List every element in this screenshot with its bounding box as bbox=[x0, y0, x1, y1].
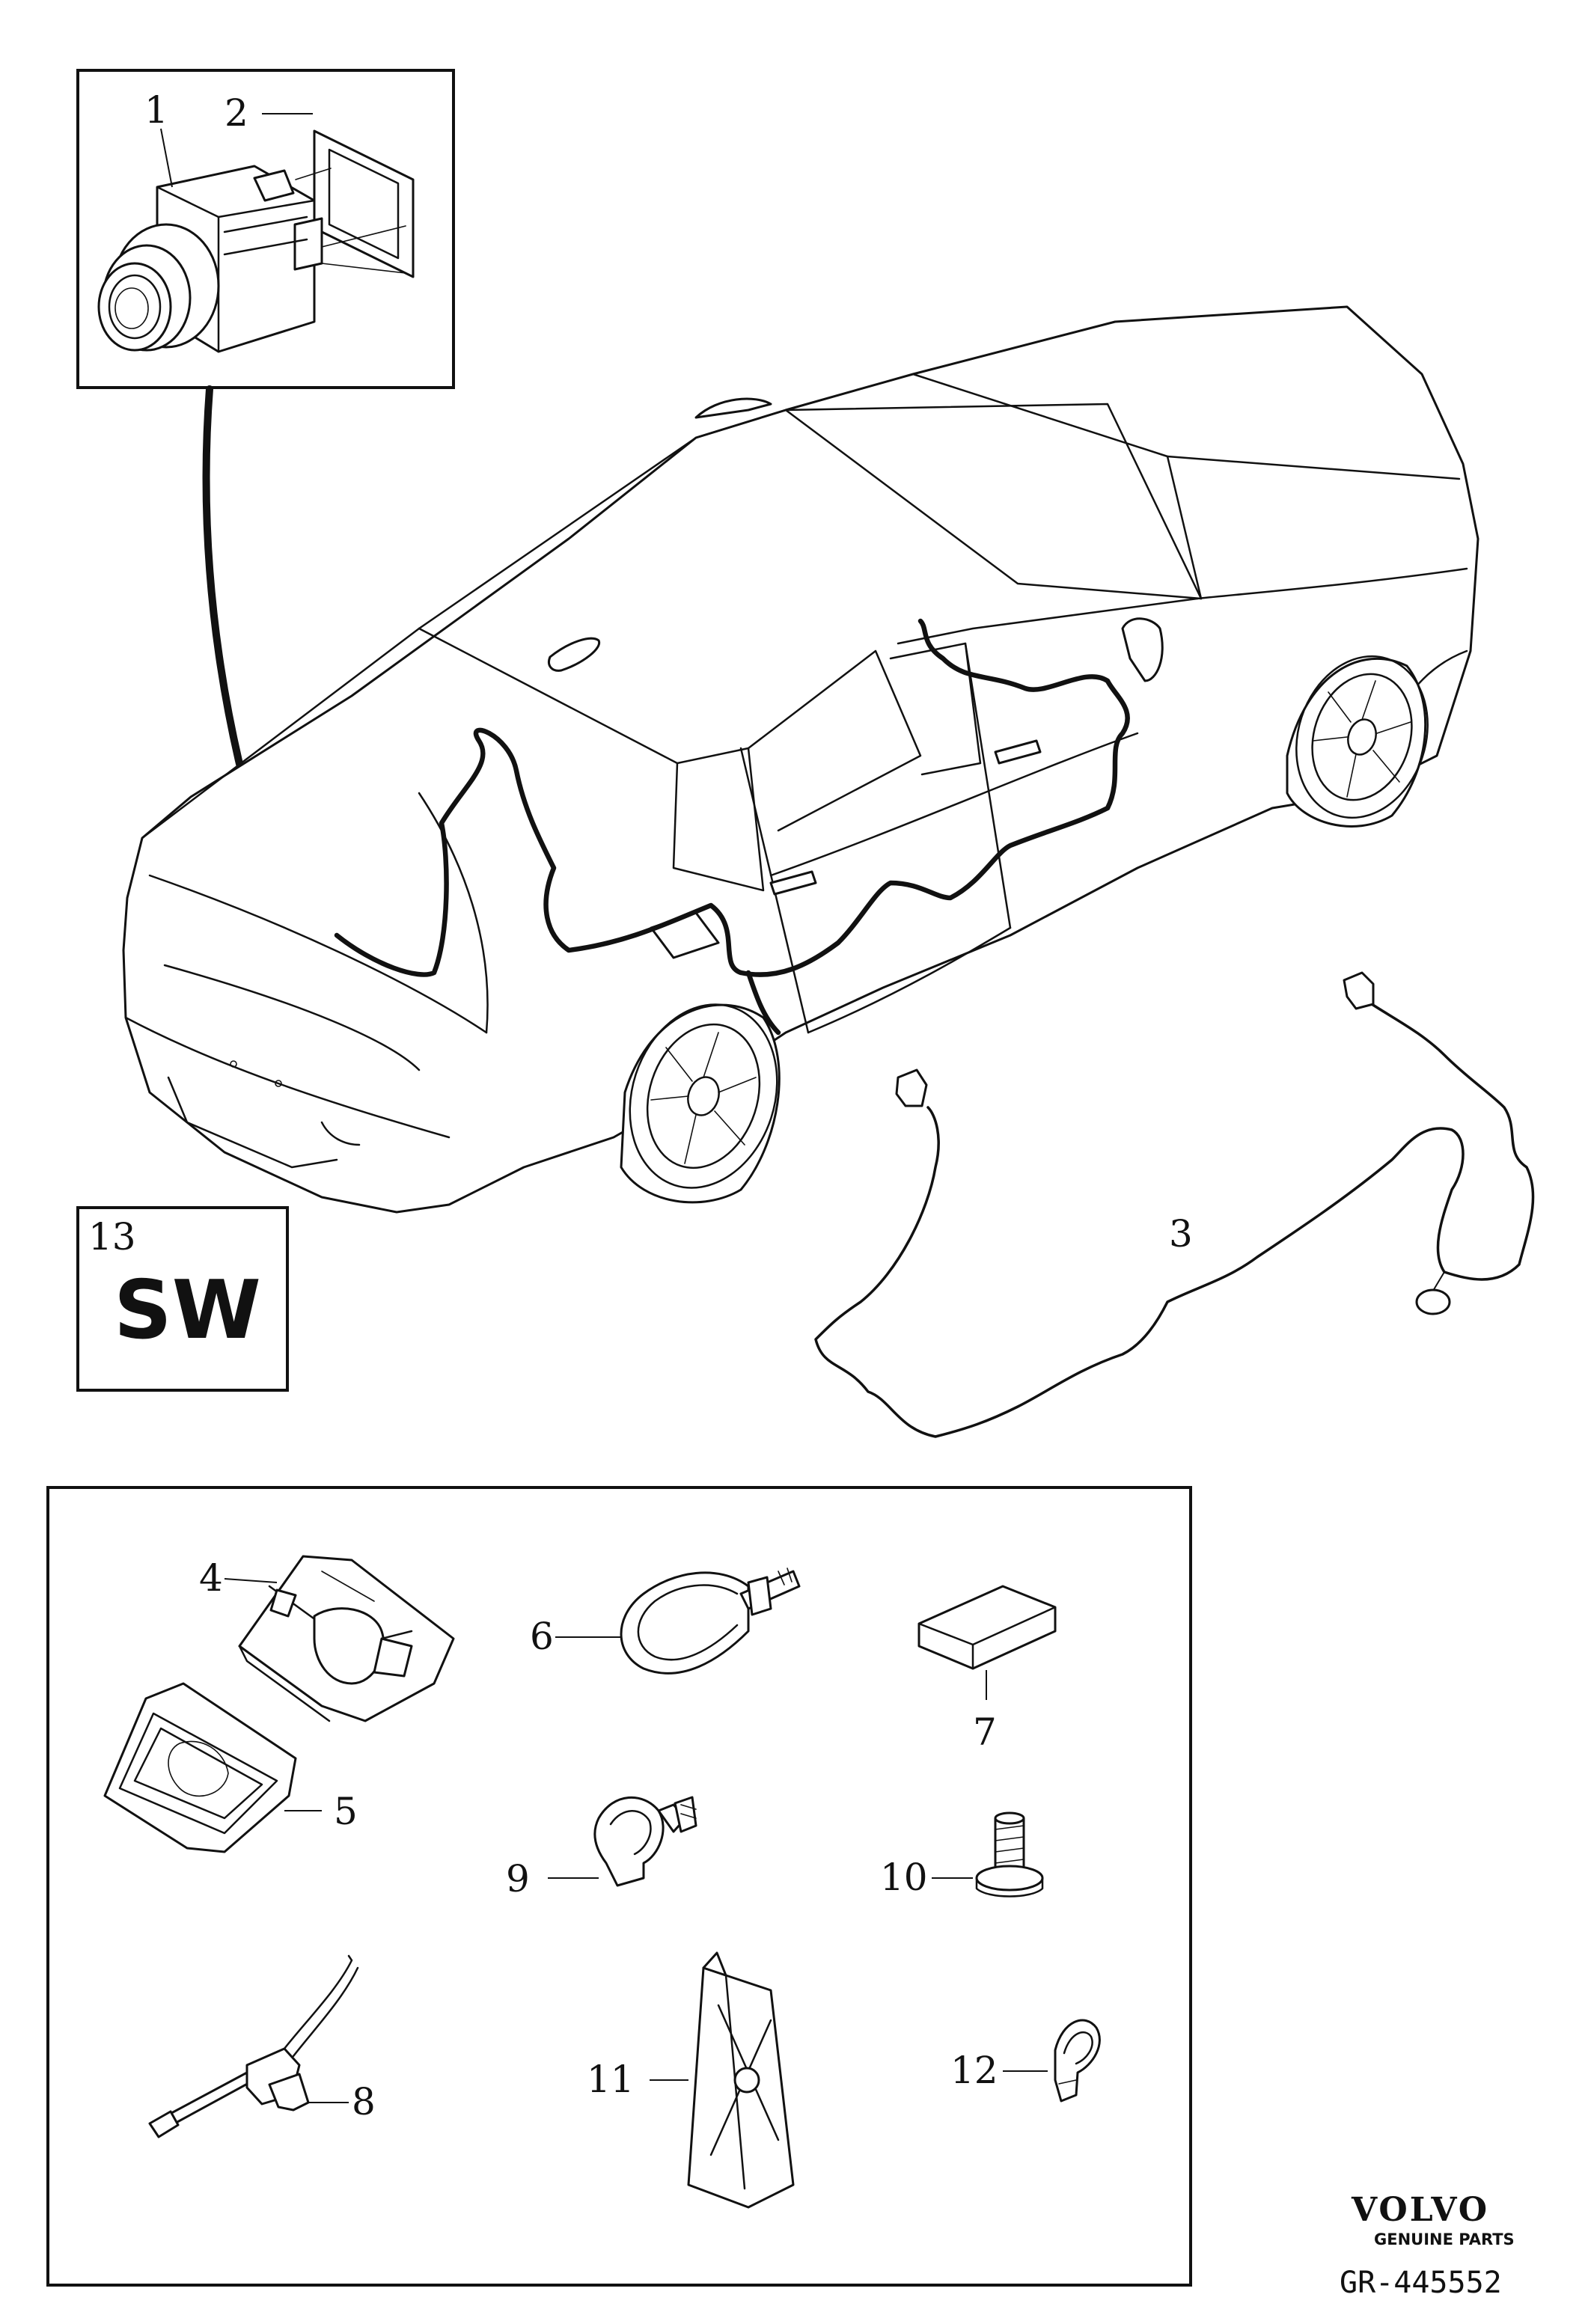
cable-tie-part[interactable] bbox=[620, 1568, 801, 1675]
brand-tagline: GENUINE PARTS bbox=[1374, 2230, 1515, 2248]
callout-9: 9 bbox=[506, 1857, 530, 1901]
callout-4: 4 bbox=[199, 1556, 223, 1600]
variant-box: 13 SW bbox=[76, 1206, 289, 1392]
callout-12: 12 bbox=[950, 2049, 998, 2092]
cable-clip-part[interactable] bbox=[593, 1796, 697, 1887]
callout-13: 13 bbox=[88, 1215, 136, 1259]
bolt-part[interactable] bbox=[975, 1811, 1044, 1898]
callout-6: 6 bbox=[530, 1615, 554, 1658]
camera-detail-frame bbox=[76, 69, 455, 389]
wiring-harness-part[interactable]: 3 bbox=[814, 971, 1535, 1438]
camera-bracket-part[interactable] bbox=[238, 1555, 455, 1722]
callout-10: 10 bbox=[880, 1856, 928, 1899]
callout-11: 11 bbox=[587, 2058, 635, 2101]
variant-frame bbox=[76, 1206, 289, 1392]
camera-frame-part[interactable] bbox=[103, 1682, 297, 1853]
callout-5: 5 bbox=[334, 1790, 358, 1833]
leader-1 bbox=[160, 128, 173, 188]
callout-7: 7 bbox=[973, 1710, 997, 1754]
gasket-part[interactable] bbox=[313, 129, 415, 278]
small-parts-frame bbox=[46, 1486, 1192, 2287]
loop-clip-part[interactable] bbox=[1054, 2019, 1101, 2103]
diagram-reference: GR-445552 bbox=[1340, 2266, 1502, 2300]
car-illustration bbox=[122, 305, 1479, 1214]
mounting-base-part[interactable] bbox=[687, 1951, 795, 2209]
foam-pad-part[interactable] bbox=[917, 1585, 1057, 1670]
brand-block: VOLVO GENUINE PARTS bbox=[1351, 2191, 1515, 2248]
callout-2: 2 bbox=[225, 91, 248, 135]
brand-name: VOLVO bbox=[1351, 2191, 1489, 2229]
tie-with-clip-part[interactable] bbox=[148, 1954, 359, 2138]
variant-code: SW bbox=[114, 1264, 261, 1357]
camera-detail-box: 1 2 bbox=[76, 69, 455, 389]
camera-part[interactable] bbox=[97, 165, 323, 353]
callout-8: 8 bbox=[352, 2080, 376, 2123]
small-parts-panel: 4 5 6 7 bbox=[46, 1486, 1192, 2287]
callout-3: 3 bbox=[1169, 1212, 1193, 1256]
callout-1: 1 bbox=[144, 88, 168, 132]
